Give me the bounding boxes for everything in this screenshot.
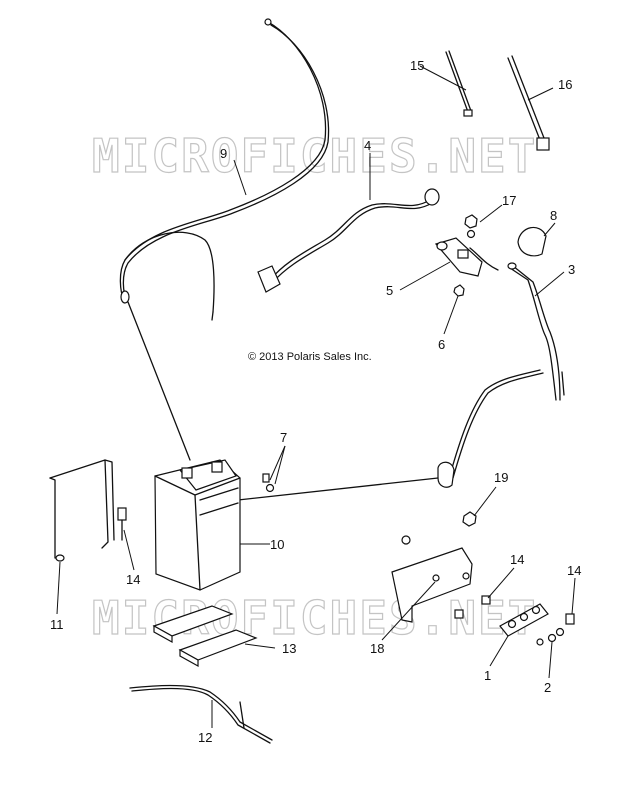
callout-10: 10 — [270, 537, 284, 552]
callout-1: 1 — [484, 668, 491, 683]
part-19-nut — [462, 511, 477, 527]
part-12-rod — [129, 684, 273, 744]
callout-18: 18 — [370, 641, 384, 656]
part-9-main-cable — [119, 18, 330, 321]
callout-9: 9 — [220, 146, 227, 161]
callout-17: 17 — [502, 193, 516, 208]
part-13-pads — [152, 605, 258, 668]
part-8-boot — [517, 226, 547, 257]
part-14-bolt-left — [117, 507, 127, 541]
part-10-battery — [154, 459, 241, 591]
callout-5: 5 — [386, 283, 393, 298]
callout-11: 11 — [50, 617, 64, 632]
callout-4: 4 — [364, 138, 371, 153]
part-16-cable-tie — [507, 55, 550, 151]
part-14-bolt-center — [454, 595, 491, 619]
callout-14-left: 14 — [126, 572, 140, 587]
part-2-nuts — [536, 627, 565, 646]
leader-lines — [56, 65, 576, 728]
watermark-bottom: MICROFICHES.NET — [92, 591, 537, 645]
callout-16: 16 — [558, 77, 572, 92]
callout-8: 8 — [550, 208, 557, 223]
callout-13: 13 — [282, 641, 296, 656]
harness-link-line — [127, 301, 191, 461]
part-3-battery-cable — [437, 262, 565, 488]
part-4-cable — [257, 188, 440, 293]
part-14-bolt-right — [565, 613, 575, 625]
callout-19: 19 — [494, 470, 508, 485]
part-15-cable-tie — [445, 50, 473, 117]
callout-14-center: 14 — [510, 552, 524, 567]
watermark-top: MICROFICHES.NET — [92, 129, 537, 183]
part-6-screw — [453, 284, 465, 297]
callout-14-right: 14 — [567, 563, 581, 578]
part-7-screw — [262, 473, 275, 493]
callout-6: 6 — [438, 337, 445, 352]
battery-link-line — [237, 477, 439, 501]
part-5-solenoid — [434, 237, 499, 277]
callout-2: 2 — [544, 680, 551, 695]
part-11-strap — [49, 459, 115, 562]
copyright-text: © 2013 Polaris Sales Inc. — [248, 351, 372, 363]
callout-12: 12 — [198, 730, 212, 745]
callout-7: 7 — [280, 430, 287, 445]
callout-15: 15 — [410, 58, 424, 73]
part-17-nut — [464, 214, 478, 239]
part-1-terminal-block — [499, 603, 549, 637]
callout-3: 3 — [568, 262, 575, 277]
